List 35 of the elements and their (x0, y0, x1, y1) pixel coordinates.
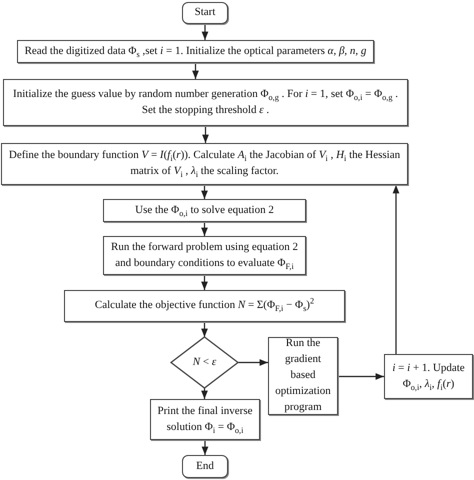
terminal-box (182, 455, 228, 478)
process-box (103, 236, 306, 275)
step-text: N < ε (192, 354, 216, 370)
arrow (192, 63, 199, 79)
process-box (3, 79, 408, 126)
process-box (150, 399, 260, 440)
step-text: Calculate the objective function N = Σ(Φ$_{F,i}$ − Φ$_{s}$)$^{2}$ (94, 298, 314, 314)
arrow (238, 359, 268, 366)
step-text: Initialize the guess value by random number generation Φ$_{o,g}$ . For i = 1, set Φ$_{o,i}$ = Φ$_{o,g}$ . Set the stopping threshold ε . (12, 86, 399, 118)
process-box (103, 199, 306, 222)
arrow (201, 322, 208, 337)
arrow (338, 373, 384, 380)
arrow (201, 388, 208, 399)
process-box (384, 354, 473, 399)
arrow (202, 24, 208, 40)
step-text: End (196, 458, 214, 474)
arrow (202, 440, 208, 455)
process-box (268, 337, 338, 415)
step-text: Define the boundary function V = I(f$_{i}$(r)). Calculate A$_{i}$ the Jacobian of V$_{i}$ , H$_{i}$ the Hessian matrix of V$_{i}$ , λ$_{i}$ the scaling factor. (8, 148, 401, 180)
arrow (201, 222, 208, 236)
process-box (64, 290, 345, 322)
step-text: Run the forward problem using equation 2 and boundary conditions to evaluate Φ$_{F,i}$ (110, 240, 299, 272)
arrow (202, 126, 209, 143)
step-text: Use the Φ$_{o,i}$ to solve equation 2 (135, 202, 274, 218)
step-text: i = i + 1. Update Φ$_{o,i}$, λ$_{i}$, f$_{i}$(r) (391, 360, 466, 392)
step-text: Run the gradient based optimization program (275, 336, 331, 415)
arrow (201, 185, 208, 199)
process-box (17, 40, 374, 63)
arrow (392, 185, 400, 354)
process-box (1, 143, 408, 185)
arrow (201, 275, 208, 290)
step-text: Print the final inverse solution Φ$_{i}$ = Φ$_{o,i}$ (157, 404, 253, 436)
terminal-box (182, 2, 228, 24)
step-text: Start (194, 5, 216, 20)
step-text: Read the digitized data Φ$_{s}$ ,set i = 1. Initialize the optical parameters α, β, n, g (24, 44, 366, 60)
